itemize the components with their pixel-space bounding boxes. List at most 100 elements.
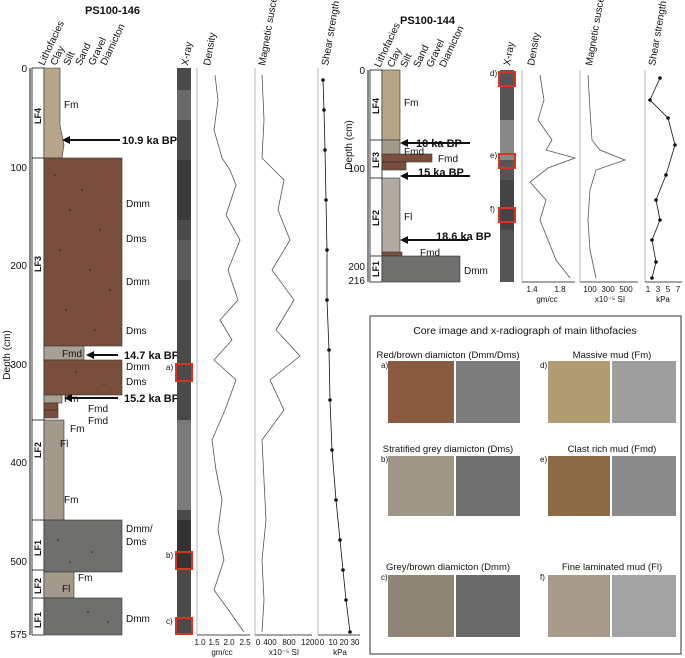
unit-label: Fmd	[438, 154, 458, 165]
left-core: PS100-146 Lithofacies Clay Silt Sand Gra…	[2, 0, 360, 657]
unit-fm-fl	[43, 571, 75, 599]
age-label: 10 ka BP	[416, 138, 462, 150]
unit-label: Dms	[126, 377, 147, 388]
unit-label: Fm	[70, 424, 84, 435]
left-facies-labels: LF4 LF3 LF2 LF1 LF2 LF1	[33, 108, 43, 628]
legend-item-c: Grey/brown diamicton (Dmm) c)	[381, 562, 520, 637]
legend-item-label: Stratified grey diamicton (Dms)	[383, 444, 513, 455]
age-label: 15.2 ka BP	[124, 393, 179, 405]
left-age-markers: 10.9 ka BP 14.7 ka BP 15.2 ka BP	[62, 135, 179, 405]
xray-marker-box	[498, 71, 516, 87]
left-column-headers: X-ray Density Magnetic susceptibility Sh…	[180, 0, 342, 67]
right-depth-tick: 0	[359, 66, 365, 77]
xray-marker-box	[175, 617, 193, 635]
xray-marker-label: b)	[166, 551, 173, 560]
shear-tick: 1	[646, 285, 651, 294]
unit-label: Dmm	[126, 277, 150, 288]
unit-label: Dmm	[464, 266, 488, 277]
legend-item-label: Massive mud (Fm)	[573, 350, 652, 361]
legend-core-image	[388, 575, 454, 637]
left-depth-tick: 400	[10, 458, 27, 469]
unit-label: Dmm	[126, 362, 150, 373]
right-magsus-curve	[587, 74, 627, 279]
unit-label: Fmd	[88, 416, 108, 427]
unit-label: Fm	[78, 573, 92, 584]
facies-label: LF2	[33, 442, 43, 458]
unit-label: Fmd	[420, 248, 440, 259]
unit-fmd-thin2	[43, 409, 59, 419]
left-shear-curve	[322, 79, 351, 633]
xray-marker-box	[175, 363, 193, 382]
lithofacies-legend: Core image and x-radiograph of main lith…	[369, 315, 682, 655]
left-density-curve	[211, 74, 245, 633]
left-facies-dividers	[32, 157, 44, 599]
unit-label: Dmm	[126, 199, 150, 210]
density-header: Density	[526, 32, 543, 67]
legend-xray-image	[612, 456, 676, 516]
xray-marker-label: f)	[490, 205, 495, 214]
unit-label: Fl	[62, 584, 70, 595]
legend-item-d: Massive mud (Fm) d)	[540, 350, 676, 423]
left-depth-tick: 100	[10, 163, 27, 174]
magsus-unit: x10⁻⁵ SI	[595, 295, 625, 304]
right-shear-curve	[649, 77, 676, 279]
legend-core-image	[548, 456, 610, 516]
unit-fm-thin	[43, 394, 63, 404]
density-header: Density	[202, 32, 219, 67]
unit-label: Fl	[60, 439, 68, 450]
left-core-title: PS100-146	[85, 5, 140, 17]
legend-title: Core image and x-radiograph of main lith…	[413, 325, 637, 337]
shear-tick: 20	[340, 638, 349, 647]
legend-item-e: Clast rich mud (Fmd) e)	[540, 444, 676, 516]
facies-label: LF1	[33, 540, 43, 556]
magsus-tick: 400	[263, 638, 277, 647]
density-tick: 2.5	[239, 638, 251, 647]
age-label: 10.9 ka BP	[122, 135, 177, 147]
shear-header: Shear strength	[647, 0, 669, 67]
facies-label: LF4	[33, 108, 43, 124]
legend-item-f: Fine laminated mud (Fl) f)	[540, 562, 676, 637]
legend-xray-image	[612, 361, 676, 423]
right-column-headers: X-ray Density Magnetic susceptibility Sh…	[502, 0, 669, 67]
xray-marker-box	[498, 153, 516, 169]
left-lithology-clasts	[54, 174, 111, 623]
left-depth-tick: 500	[10, 557, 27, 568]
shear-tick: 30	[351, 638, 360, 647]
legend-item-letter: c)	[381, 573, 388, 582]
magsus-tick: 1200	[301, 638, 319, 647]
left-shear-points	[321, 78, 352, 634]
right-unit-labels: Fm Fmd Fmd Fl Fmd Dmm	[404, 98, 488, 277]
density-tick: 1.8	[554, 285, 566, 294]
right-bottom-axes: 1.4 1.8 gm/cc 100 300 500 x10⁻⁵ SI 1 3 5…	[522, 281, 682, 304]
legend-xray-image	[612, 575, 676, 637]
facies-label: LF4	[371, 98, 381, 114]
unit-label: Fm	[64, 495, 78, 506]
right-header-silt: Silt	[399, 52, 415, 69]
legend-item-a: Red/brown diamicton (Dmm/Dms) a)	[376, 350, 520, 423]
unit-fmd-thin	[43, 402, 59, 411]
legend-item-label: Clast rich mud (Fmd)	[568, 444, 657, 455]
left-depth-tick: 575	[10, 630, 27, 641]
unit-label: Dms	[126, 326, 147, 337]
xray-marker-box	[175, 551, 193, 570]
legend-item-letter: a)	[381, 361, 388, 370]
density-tick: 1.0	[194, 638, 206, 647]
shear-tick: 3	[656, 285, 661, 294]
facies-label: LF2	[33, 578, 43, 594]
legend-item-letter: e)	[540, 455, 547, 464]
facies-label: LF3	[33, 256, 43, 272]
left-magsus-curve	[261, 74, 301, 633]
density-unit: gm/cc	[536, 295, 557, 304]
magsus-tick: 500	[619, 285, 633, 294]
right-curve-panels	[521, 70, 646, 282]
shear-tick: 10	[329, 638, 338, 647]
left-curve-panels	[196, 68, 319, 635]
unit-dmm-upper	[43, 157, 123, 347]
right-age-markers: 10 ka BP 15 ka BP 18.6 ka BP	[400, 138, 491, 244]
left-depth-tick: 0	[21, 64, 27, 75]
age-label: 18.6 ka BP	[436, 231, 491, 243]
xray-marker-label: a)	[166, 363, 173, 372]
unit-fm-top	[43, 67, 65, 159]
unit-label: Fm	[404, 98, 418, 109]
legend-item-label: Grey/brown diamicton (Dmm)	[386, 562, 510, 573]
